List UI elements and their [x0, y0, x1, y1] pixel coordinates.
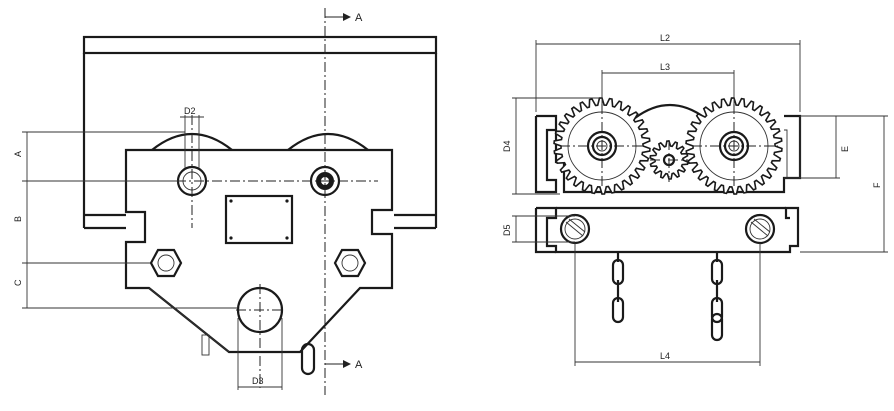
section-marker-top: A — [355, 12, 363, 24]
nameplate — [224, 194, 294, 245]
lower-bolt-right — [744, 213, 776, 245]
dim-d2-label: D2 — [184, 106, 196, 116]
hex-nut-left — [149, 248, 183, 278]
dim-l2-label: L2 — [660, 33, 670, 43]
dim-a-label: A — [13, 151, 23, 157]
top-idler — [634, 103, 706, 119]
front-chain-link — [300, 342, 316, 376]
dim-l3-label: L3 — [660, 62, 670, 72]
right-wheel — [287, 132, 369, 151]
dim-l4-label: L4 — [660, 351, 670, 361]
dim-d4-label: D4 — [502, 140, 512, 152]
lower-frame — [536, 206, 800, 254]
dim-d5-label: D5 — [502, 224, 512, 236]
left-hand-chain — [611, 252, 625, 324]
dim-e-label: E — [840, 146, 850, 152]
dim-c-label: C — [13, 279, 23, 286]
section-marker-bottom: A — [355, 359, 363, 371]
right-hand-chain — [710, 252, 724, 342]
front-view: A A D2 A B C D3 — [13, 8, 438, 395]
side-view: L2 L3 D4 D5 E F L4 — [502, 33, 888, 366]
i-beam — [82, 35, 438, 230]
hex-nut-right — [333, 248, 367, 278]
dim-f-label: F — [872, 182, 882, 188]
dim-d3-label: D3 — [252, 376, 264, 386]
lower-bolt-left — [559, 213, 591, 245]
dim-b-label: B — [13, 216, 23, 222]
